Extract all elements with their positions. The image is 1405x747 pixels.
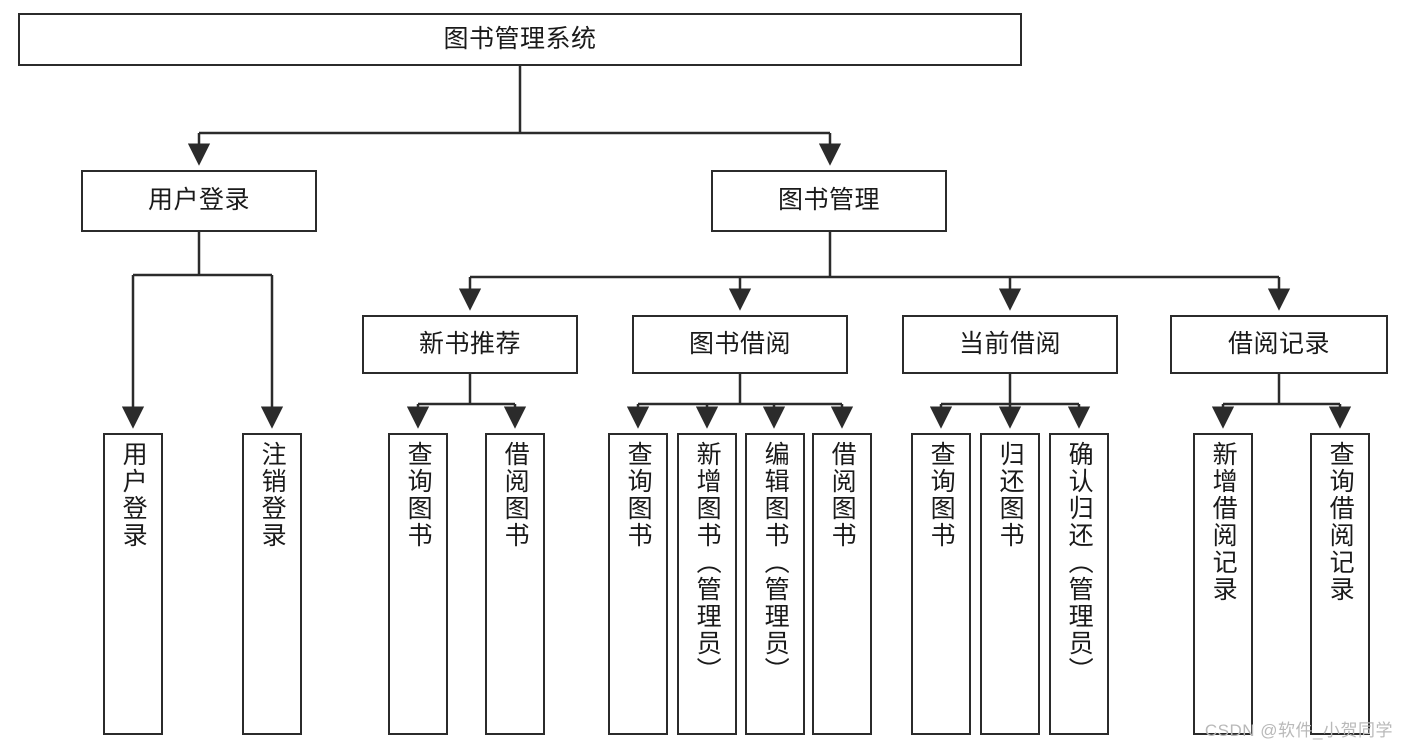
node-leaf-user-login[interactable]: 用户登录	[103, 433, 163, 735]
node-leaf-edit-book-admin[interactable]: 编辑图书（管理员）	[745, 433, 805, 735]
node-leaf-logout[interactable]: 注销登录	[242, 433, 302, 735]
node-leaf-return-book[interactable]: 归还图书	[980, 433, 1040, 735]
node-leaf-query-book-current[interactable]: 查询图书	[911, 433, 971, 735]
node-current-borrowing[interactable]: 当前借阅	[902, 315, 1118, 374]
node-leaf-query-book-borrowing[interactable]: 查询图书	[608, 433, 668, 735]
node-label: 查询图书	[404, 441, 433, 549]
node-label: 用户登录	[119, 441, 148, 549]
node-leaf-borrow-book-recommendation[interactable]: 借阅图书	[485, 433, 545, 735]
node-label: 查询图书	[927, 441, 956, 549]
node-label: 当前借阅	[958, 329, 1061, 358]
node-root-book-management-system[interactable]: 图书管理系统	[18, 13, 1022, 66]
node-label: 新增图书（管理员）	[693, 441, 722, 684]
node-label: 注销登录	[258, 441, 287, 549]
node-user-login[interactable]: 用户登录	[81, 170, 317, 232]
node-label: 归还图书	[996, 441, 1025, 549]
node-book-management[interactable]: 图书管理	[711, 170, 947, 232]
node-label: 编辑图书（管理员）	[761, 441, 790, 684]
node-leaf-borrow-book[interactable]: 借阅图书	[812, 433, 872, 735]
node-label: 借阅图书	[828, 441, 857, 549]
node-label: 查询借阅记录	[1326, 441, 1355, 603]
node-label: 借阅记录	[1227, 329, 1330, 358]
node-label: 图书借阅	[688, 329, 791, 358]
node-leaf-confirm-return-admin[interactable]: 确认归还（管理员）	[1049, 433, 1109, 735]
node-label: 用户登录	[147, 186, 250, 215]
node-label: 确认归还（管理员）	[1065, 441, 1094, 684]
node-new-book-recommendation[interactable]: 新书推荐	[362, 315, 578, 374]
node-leaf-query-borrow-record[interactable]: 查询借阅记录	[1310, 433, 1370, 735]
node-label: 图书管理系统	[443, 24, 597, 53]
node-label: 图书管理	[777, 186, 880, 215]
node-label: 新增借阅记录	[1209, 441, 1238, 603]
node-label: 新书推荐	[418, 329, 521, 358]
node-leaf-add-borrow-record[interactable]: 新增借阅记录	[1193, 433, 1253, 735]
node-label: 查询图书	[624, 441, 653, 549]
node-leaf-query-book-recommendation[interactable]: 查询图书	[388, 433, 448, 735]
watermark-text: CSDN @软件_小贺同学	[1204, 721, 1393, 740]
node-label: 借阅图书	[501, 441, 530, 549]
node-book-borrowing[interactable]: 图书借阅	[632, 315, 848, 374]
node-borrow-records[interactable]: 借阅记录	[1170, 315, 1388, 374]
node-leaf-add-book-admin[interactable]: 新增图书（管理员）	[677, 433, 737, 735]
